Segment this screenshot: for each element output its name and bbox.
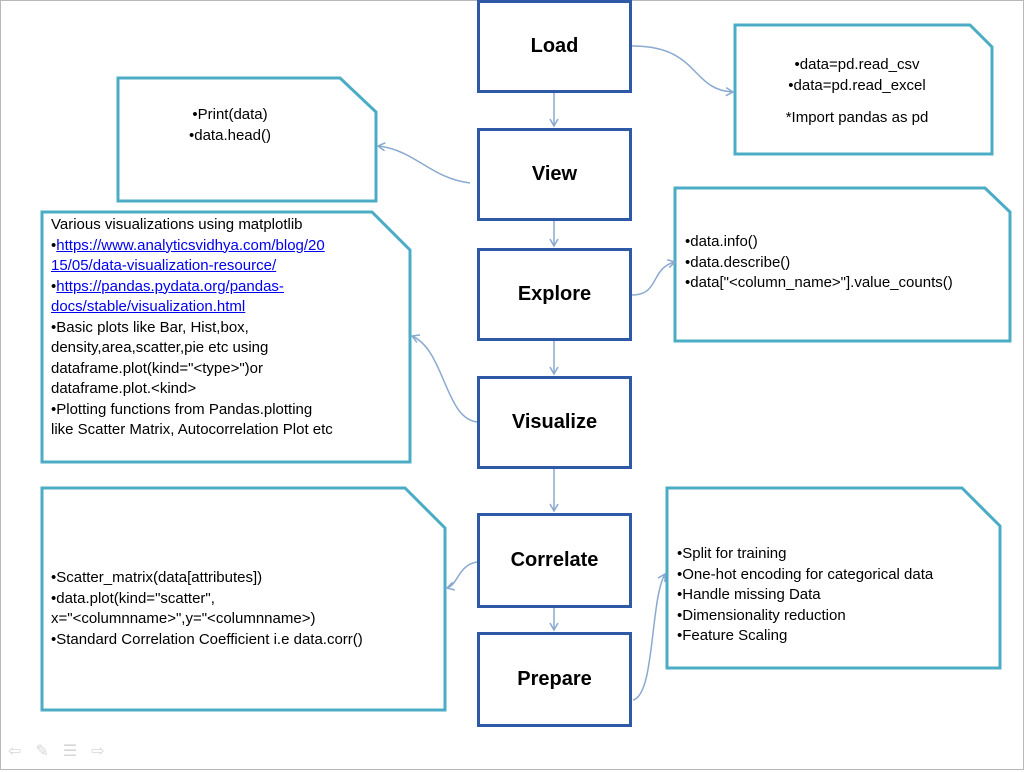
- link-pandas-docs-2[interactable]: docs/stable/visualization.html: [51, 298, 246, 315]
- connector-prepare-note: [632, 572, 666, 701]
- note-load-line-2: •data=pd.read_excel: [788, 76, 926, 94]
- note-explore: •data.info() •data.describe() •data["<co…: [685, 232, 953, 294]
- slide-nav: ⇦ ✎ ☰ ⇨: [8, 741, 105, 761]
- step-load-label: Load: [530, 35, 579, 57]
- step-view-label: View: [531, 163, 578, 185]
- link-pandas-docs-1[interactable]: https://pandas.pydata.org/pandas-: [56, 277, 284, 295]
- note-load-shape: [733, 23, 994, 156]
- step-visualize-label: Visualize: [511, 411, 598, 433]
- note-prepare-line-1: •Split for training: [677, 545, 787, 562]
- connector-correlate-note: [445, 561, 478, 591]
- step-visualize: Visualize: [477, 376, 632, 469]
- connector-explore-note: [631, 259, 677, 296]
- note-explore-shape: [673, 186, 1012, 343]
- step-prepare-label: Prepare: [517, 668, 592, 690]
- step-correlate-label: Correlate: [510, 549, 599, 571]
- forward-arrow-icon[interactable]: ⇨: [91, 743, 105, 760]
- note-prepare-line-2: •One-hot encoding for categorical data: [677, 565, 934, 583]
- note-visualize-shape: [40, 210, 412, 464]
- note-prepare-line-4: •Dimensionality reduction: [677, 606, 846, 624]
- note-visualize-heading: Various visualizations using matplotlib: [51, 216, 303, 233]
- menu-icon[interactable]: ☰: [62, 743, 78, 760]
- note-visualize-line-5: •Plotting functions from Pandas.plotting: [51, 400, 313, 418]
- note-visualize-link2: •https://pandas.pydata.org/pandas-: [51, 277, 284, 295]
- note-prepare-line-5: •Feature Scaling: [677, 627, 788, 644]
- link-analyticsvidhya-2[interactable]: 15/05/data-visualization-resource/: [51, 257, 277, 274]
- connector-visualize-note: [410, 334, 479, 423]
- note-explore-line-1: •data.info(): [685, 233, 758, 250]
- note-load: •data=pd.read_csv •data=pd.read_excel *I…: [757, 55, 957, 129]
- note-visualize-link2-cont: docs/stable/visualization.html: [51, 297, 333, 318]
- note-view: •Print(data) •data.head(): [140, 105, 320, 146]
- note-correlate-line-2: •data.plot(kind="scatter",: [51, 589, 215, 607]
- note-load-line-3: *Import pandas as pd: [785, 109, 929, 126]
- step-correlate: Correlate: [477, 513, 632, 608]
- note-correlate-line-1: •Scatter_matrix(data[attributes]): [51, 569, 263, 586]
- note-correlate: •Scatter_matrix(data[attributes]) •data.…: [51, 568, 363, 650]
- note-visualize-line-4: dataframe.plot.<kind>: [51, 380, 197, 397]
- step-load: Load: [477, 0, 632, 93]
- note-visualize-line-6: like Scatter Matrix, Autocorrelation Plo…: [51, 421, 333, 438]
- note-explore-line-2: •data.describe(): [685, 253, 791, 271]
- note-correlate-line-4: •Standard Correlation Coefficient i.e da…: [51, 630, 363, 648]
- note-correlate-line-3: x="<columnname>",y="<columnname>): [51, 610, 316, 627]
- note-visualize-link1: •https://www.analyticsvidhya.com/blog/20: [51, 236, 325, 254]
- note-prepare-shape: [665, 486, 1002, 670]
- note-explore-line-3: •data["<column_name>"].value_counts(): [685, 274, 953, 291]
- note-view-line-2: •data.head(): [189, 126, 271, 144]
- step-prepare: Prepare: [477, 632, 632, 727]
- note-prepare-line-3: •Handle missing Data: [677, 586, 821, 603]
- note-correlate-shape: [40, 486, 447, 712]
- note-prepare: •Split for training •One-hot encoding fo…: [677, 544, 933, 647]
- link-analyticsvidhya-1[interactable]: https://www.analyticsvidhya.com/blog/20: [56, 236, 325, 254]
- note-view-line-1: •Print(data): [192, 106, 268, 123]
- step-explore-label: Explore: [517, 283, 592, 305]
- note-visualize-link1-cont: 15/05/data-visualization-resource/: [51, 256, 333, 277]
- note-view-shape: [116, 76, 378, 203]
- pen-icon[interactable]: ✎: [35, 743, 49, 760]
- note-visualize: Various visualizations using matplotlib …: [51, 215, 333, 441]
- back-arrow-icon[interactable]: ⇦: [8, 743, 22, 760]
- connector-view-note: [376, 142, 471, 184]
- note-visualize-line-1: •Basic plots like Bar, Hist,box,: [51, 318, 249, 336]
- step-view: View: [477, 128, 632, 221]
- note-load-line-1: •data=pd.read_csv: [794, 56, 920, 73]
- connector-load-note: [631, 45, 735, 97]
- note-visualize-line-3: dataframe.plot(kind="<type>")or: [51, 359, 264, 377]
- note-visualize-line-2: density,area,scatter,pie etc using: [51, 339, 269, 356]
- step-explore: Explore: [477, 248, 632, 341]
